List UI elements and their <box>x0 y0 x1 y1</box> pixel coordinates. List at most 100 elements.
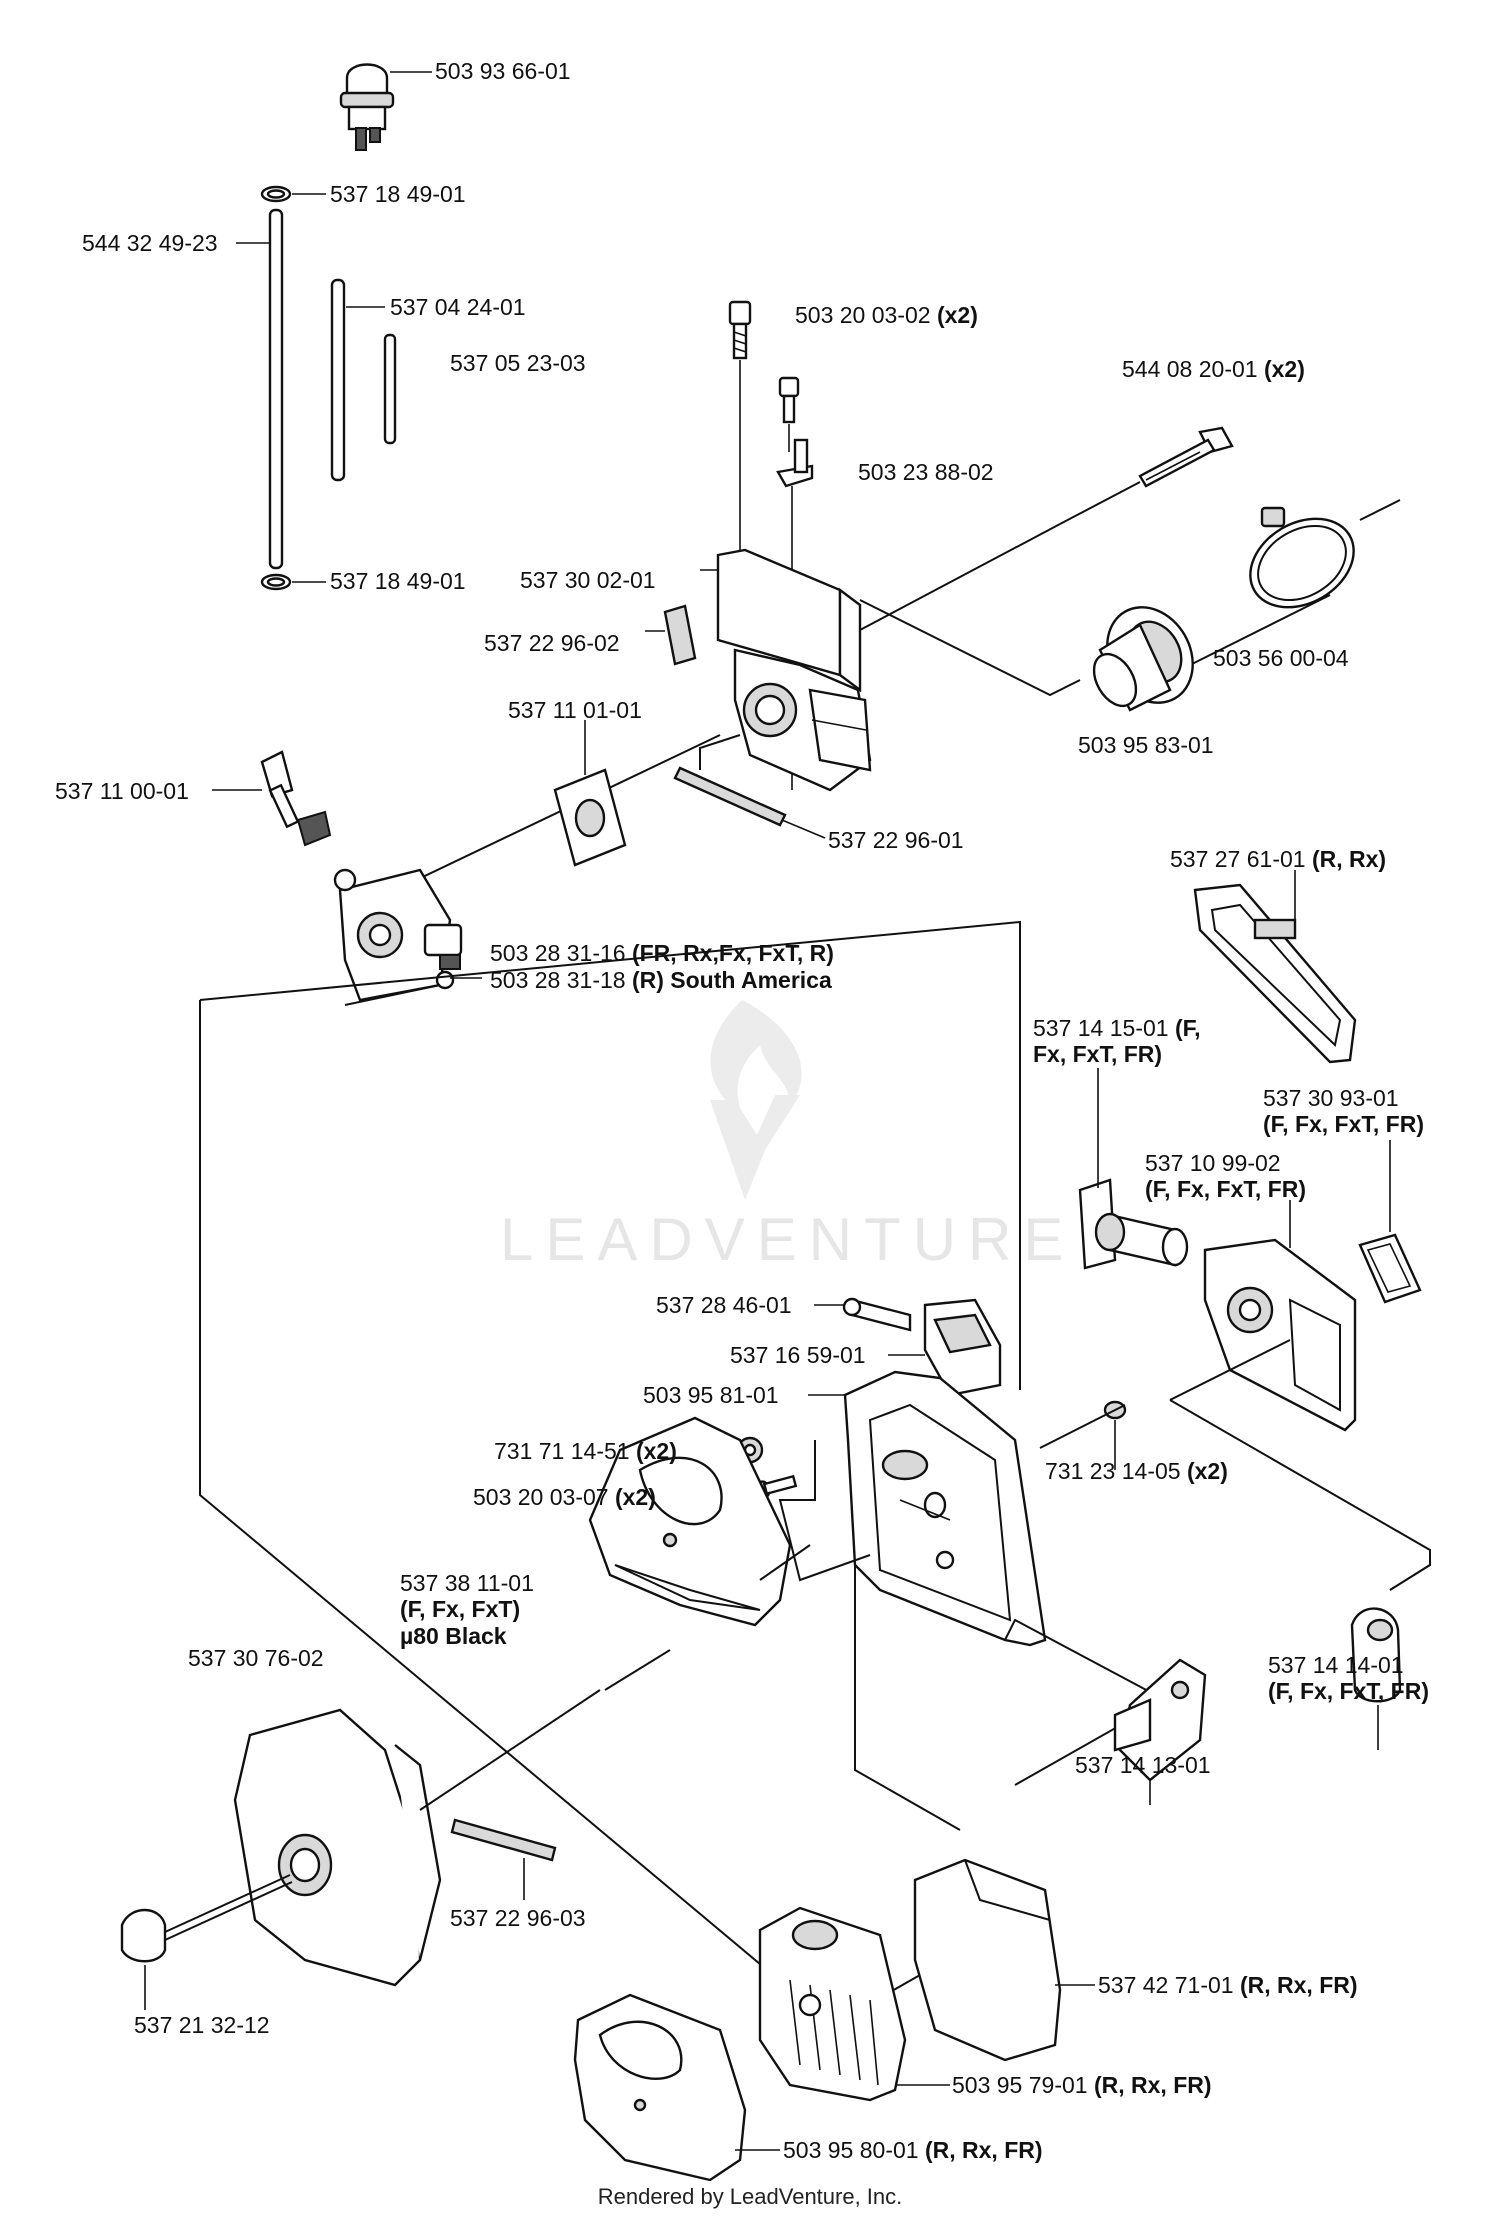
part-number: 537 14 14-01 <box>1268 1652 1404 1678</box>
part-note: (FR, Rx,Fx, FxT, R) <box>631 940 834 966</box>
part-number: 537 22 96-02 <box>484 630 620 656</box>
callout-label[interactable]: 503 23 88-02 <box>858 459 994 485</box>
assembly-axis <box>1039 1404 1126 1449</box>
part-number: 537 05 23-03 <box>450 350 586 376</box>
callout-label[interactable]: 537 11 01-01 <box>508 697 642 723</box>
callout-label[interactable]: 503 95 83-01 <box>1078 732 1214 758</box>
callout-label[interactable]: 537 22 96-01 <box>828 827 964 853</box>
assembly-frame <box>199 1000 786 1986</box>
part-number: 537 22 96-01 <box>828 827 964 853</box>
callout-label[interactable]: 544 32 49-23 <box>82 230 218 256</box>
callout-label[interactable]: 503 28 31-18 (R) South America <box>490 967 832 993</box>
assembly-axis <box>854 1560 961 1831</box>
callout-label[interactable]: 503 28 31-16 (FR, Rx,Fx, FxT, R) <box>490 940 834 966</box>
part-note: (R) South America <box>631 967 832 993</box>
callout-label[interactable]: 537 28 46-01 <box>656 1292 792 1318</box>
part-number: 537 18 49-01 <box>330 568 466 594</box>
part-number: 537 27 61-01 <box>1170 846 1306 872</box>
part-note: (x2) <box>1263 356 1305 382</box>
callout-label[interactable]: 537 38 11-01(F, Fx, FxT)µ80 Black <box>400 1570 534 1649</box>
callout-label[interactable]: 537 18 49-01 <box>330 568 466 594</box>
part-number: 537 22 96-03 <box>450 1905 586 1931</box>
callout-label[interactable]: 503 93 66-01 <box>435 58 571 84</box>
filter-shell <box>573 1993 747 2182</box>
part-number: 537 21 32-12 <box>134 2012 270 2038</box>
callout-label[interactable]: 731 71 14-51 (x2) <box>494 1438 677 1464</box>
callout-label[interactable]: 537 05 23-03 <box>450 350 586 376</box>
part-note: (F, Fx, FxT) <box>400 1596 521 1623</box>
valve-holder <box>923 1298 1002 1397</box>
o-ring-top-hole <box>266 189 286 199</box>
watermark-text: LEADVENTURE <box>500 1206 1076 1273</box>
callout-label[interactable]: 537 30 93-01(F, Fx, FxT, FR) <box>1263 1085 1424 1138</box>
intake-adapter <box>1092 606 1194 712</box>
part-number: 503 95 83-01 <box>1078 732 1214 758</box>
assembly-frame <box>344 984 441 1006</box>
callout-label[interactable]: 537 21 32-12 <box>134 2012 270 2038</box>
fuel-hose-long <box>268 208 284 570</box>
screw-small <box>778 376 800 452</box>
part-number: 537 14 15-01 <box>1033 1015 1169 1041</box>
part-number: 544 08 20-01 <box>1122 356 1258 382</box>
part-number: 503 56 00-04 <box>1213 645 1349 671</box>
carburetor <box>333 868 463 1002</box>
hose-clamp <box>1249 506 1355 609</box>
assembly-axis <box>1389 1564 1431 1591</box>
air-filter-cover <box>233 1689 601 1987</box>
callout-label[interactable]: 537 22 96-02 <box>484 630 620 656</box>
callout-label[interactable]: 537 16 59-01 <box>730 1342 866 1368</box>
assembly-axis <box>1004 1618 1168 1786</box>
callout-label[interactable]: 544 08 20-01 (x2) <box>1122 356 1305 382</box>
callout-label[interactable]: 537 22 96-03 <box>450 1905 586 1931</box>
part-note: (x2) <box>936 302 978 328</box>
callout-label[interactable]: 503 95 80-01 (R, Rx, FR) <box>783 2137 1043 2163</box>
callout-label[interactable]: 537 11 00-01 <box>55 778 189 804</box>
part-note: (F, Fx, FxT, FR) <box>1145 1176 1306 1203</box>
callout-label[interactable]: 537 18 49-01 <box>330 181 466 207</box>
filter-element <box>758 1906 907 2102</box>
assembly-axis <box>699 734 741 770</box>
callout-label[interactable]: 503 20 03-07 (x2) <box>473 1484 656 1510</box>
part-number: 503 20 03-07 <box>473 1484 609 1510</box>
assembly-frame <box>199 920 1021 1390</box>
insulator-flange <box>553 720 627 867</box>
callout-label[interactable]: 503 95 81-01 <box>643 1382 779 1408</box>
leader-line <box>781 819 826 839</box>
part-note: (x2) <box>1186 1458 1228 1484</box>
part-number: 503 28 31-18 <box>490 967 626 993</box>
bracket-537-14-13-01 <box>1113 1658 1207 1782</box>
callout-label[interactable]: 503 56 00-04 <box>1213 645 1349 671</box>
assembly-axis <box>604 1649 671 1691</box>
callout-label[interactable]: 537 30 76-02 <box>188 1645 324 1671</box>
assembly-axis <box>859 523 1061 631</box>
pre-filter <box>588 1416 792 1627</box>
part-note: µ80 Black <box>400 1622 507 1649</box>
primer-bulb <box>339 63 395 151</box>
part-note: (R, Rx, FR) <box>924 2137 1043 2163</box>
callout-label[interactable]: 537 14 14-01(F, Fx, FxT, FR) <box>1268 1652 1429 1705</box>
callout-label[interactable]: 503 20 03-02 (x2) <box>795 302 978 328</box>
gasket-537-22-96-01 <box>673 766 787 827</box>
callout-label[interactable]: 537 14 13-01 <box>1075 1752 1211 1778</box>
callout-label[interactable]: 537 10 99-02(F, Fx, FxT, FR) <box>1145 1150 1306 1203</box>
footer-credit: Rendered by LeadVenture, Inc. <box>597 2184 903 2209</box>
callout-label[interactable]: 537 30 02-01 <box>520 567 656 593</box>
part-note: (R, Rx, FR) <box>1239 1972 1358 1998</box>
callout-label[interactable]: 537 14 15-01 (F,Fx, FxT, FR) <box>1033 1015 1201 1068</box>
callout-label[interactable]: 537 04 24-01 <box>390 294 526 320</box>
o-ring-bottom-hole <box>266 577 286 587</box>
part-note: (x2) <box>635 1438 677 1464</box>
callout-label[interactable]: 537 27 61-01 (R, Rx) <box>1170 846 1386 872</box>
callout-label[interactable]: 503 95 79-01 (R, Rx, FR) <box>952 2072 1212 2098</box>
callout-label[interactable]: 731 23 14-05 (x2) <box>1045 1458 1228 1484</box>
part-number: 503 23 88-02 <box>858 459 994 485</box>
part-number: 731 71 14-51 <box>494 1438 630 1464</box>
callout-label[interactable]: 537 42 71-01 (R, Rx, FR) <box>1098 1972 1358 1998</box>
part-number: 537 30 02-01 <box>520 567 656 593</box>
choke-knob <box>260 750 332 847</box>
part-number: 503 95 81-01 <box>643 1382 779 1408</box>
part-number: 731 23 14-05 <box>1045 1458 1181 1484</box>
bracket-537-10-99-02 <box>1203 1238 1357 1432</box>
